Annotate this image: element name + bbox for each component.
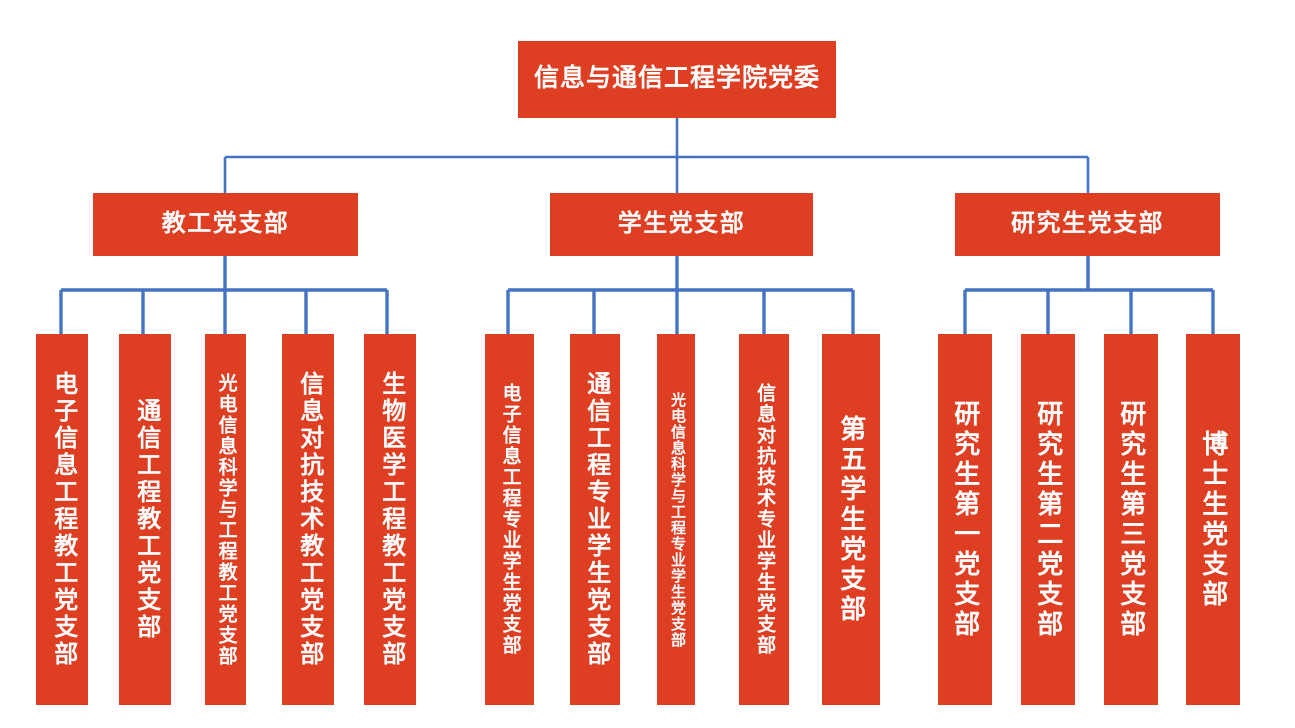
node-leaf-faculty-5[interactable]: 生物医学工程教工党支部 (364, 334, 416, 705)
node-leaf-student-4[interactable]: 信息对抗技术专业学生党支部 (739, 334, 789, 705)
node-leaf-faculty-1[interactable]: 电子信息工程教工党支部 (36, 334, 88, 705)
node-leaf-student-2[interactable]: 通信工程专业学生党支部 (570, 334, 620, 705)
node-leaf-graduate-2[interactable]: 研究生第二党支部 (1021, 334, 1075, 705)
node-leaf-faculty-3[interactable]: 光电信息科学与工程教工党支部 (205, 334, 246, 705)
node-root[interactable]: 信息与通信工程学院党委 (518, 41, 836, 118)
node-leaf-graduate-3[interactable]: 研究生第三党支部 (1104, 334, 1158, 705)
node-leaf-graduate-1[interactable]: 研究生第一党支部 (938, 334, 992, 705)
node-leaf-student-1[interactable]: 电子信息工程专业学生党支部 (485, 334, 534, 705)
node-leaf-student-3[interactable]: 光电信息科学与工程专业学生党支部 (657, 334, 695, 705)
node-branch-faculty[interactable]: 教工党支部 (93, 193, 358, 256)
node-branch-graduate[interactable]: 研究生党支部 (955, 193, 1220, 256)
node-branch-student[interactable]: 学生党支部 (550, 193, 813, 256)
node-leaf-graduate-4[interactable]: 博士生党支部 (1186, 334, 1240, 705)
node-leaf-student-5[interactable]: 第五学生党支部 (822, 334, 880, 705)
node-leaf-faculty-2[interactable]: 通信工程教工党支部 (119, 334, 171, 705)
node-leaf-faculty-4[interactable]: 信息对抗技术教工党支部 (282, 334, 334, 705)
